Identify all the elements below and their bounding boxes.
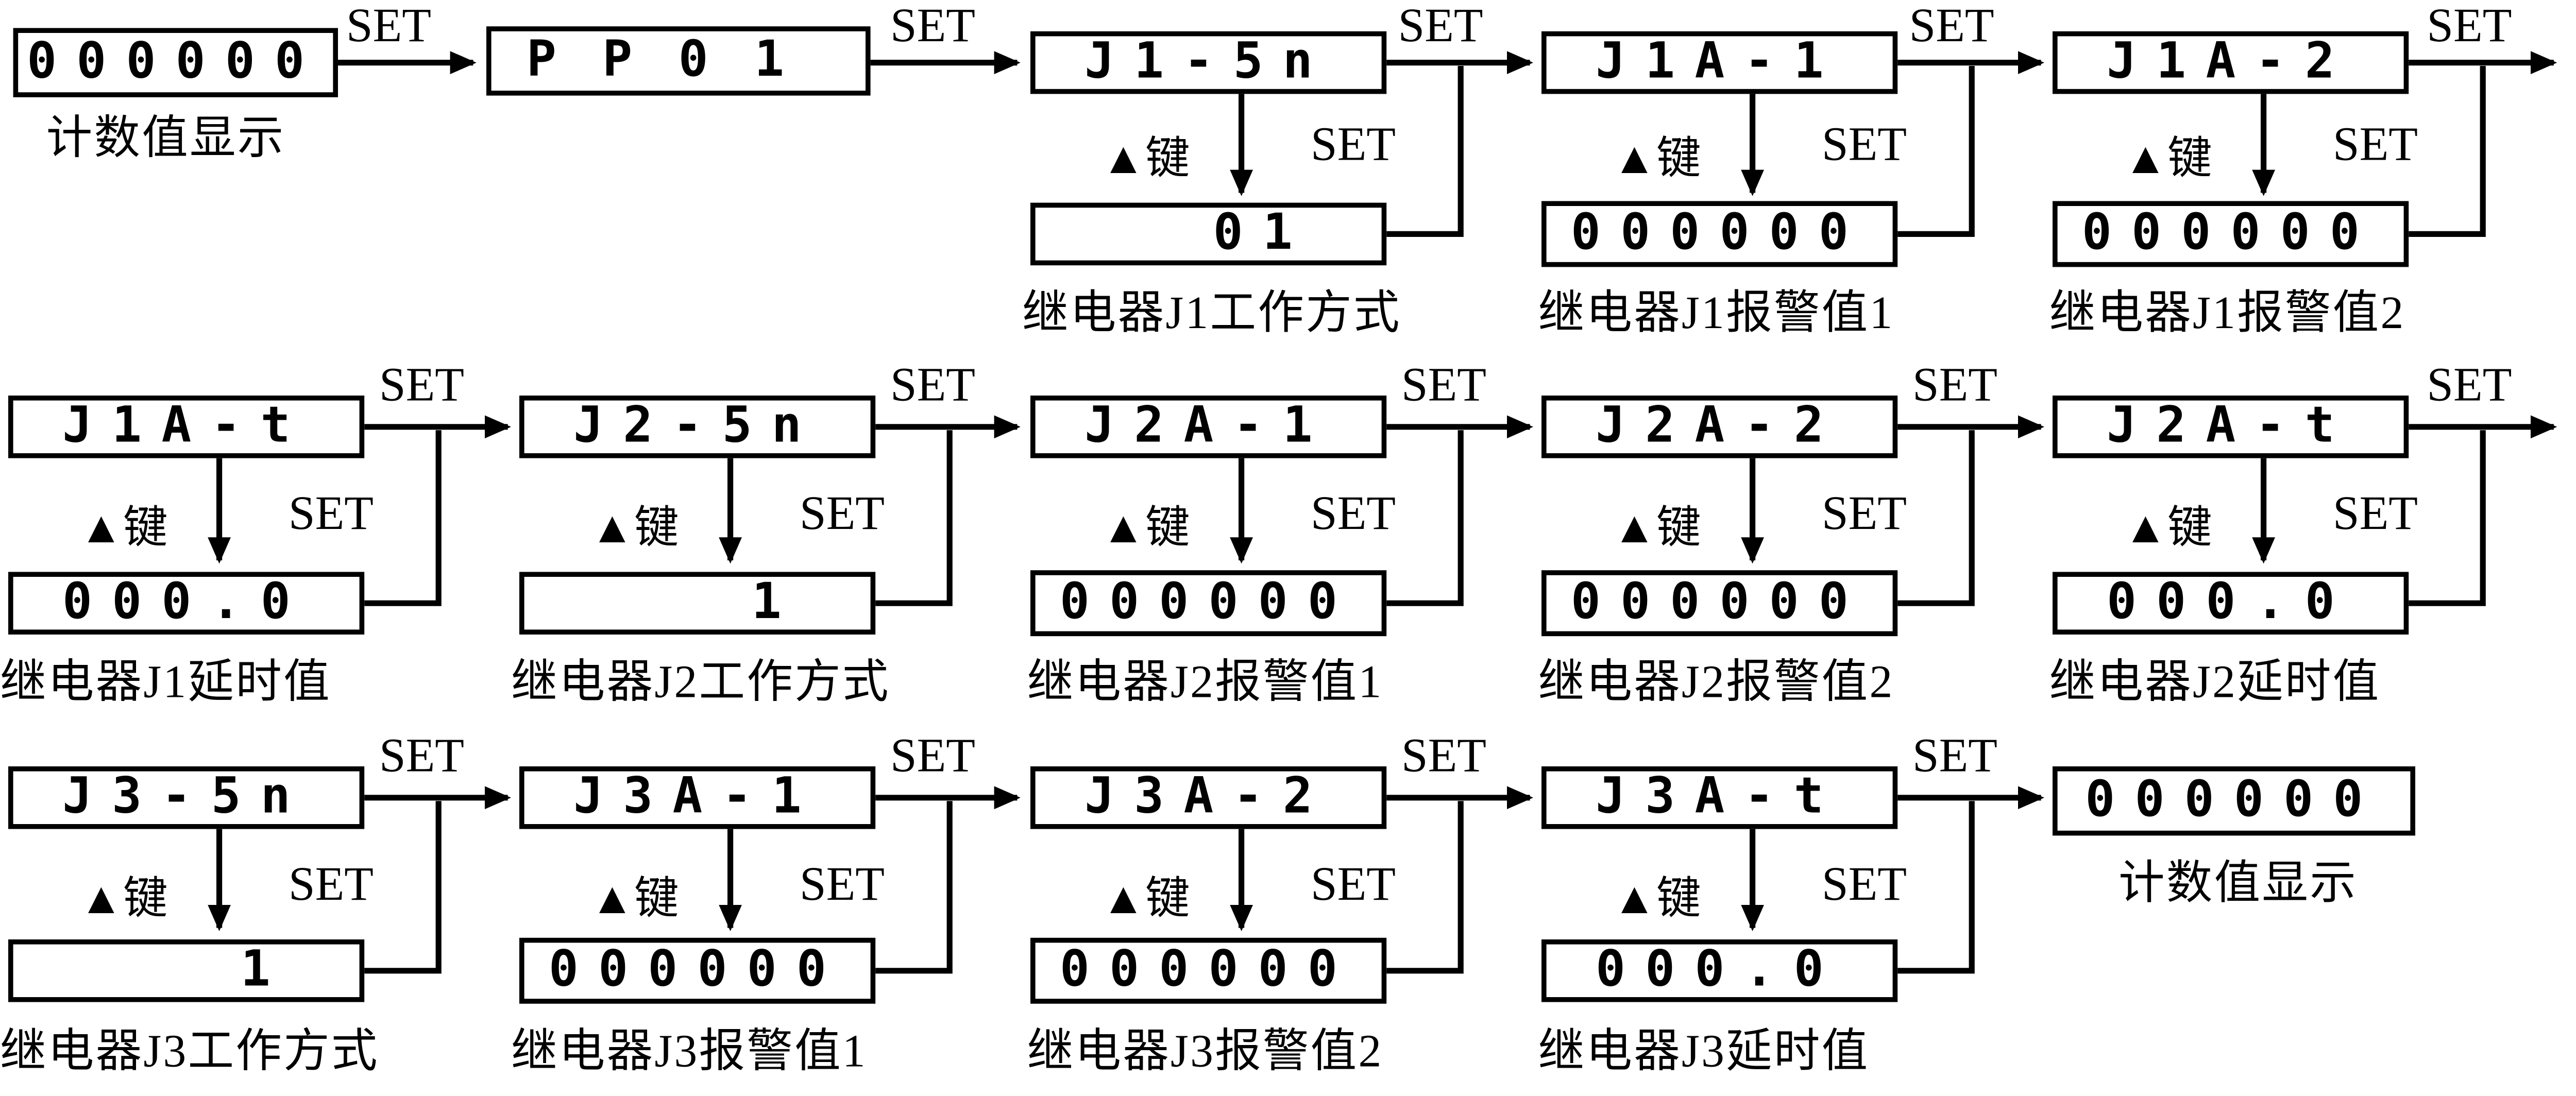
set-label: SET (1401, 359, 1486, 412)
up-key-label: ▲键 (2123, 133, 2212, 183)
up-key-label: ▲键 (1101, 503, 1190, 552)
caption-j2-delay: 继电器J2延时值 (2049, 657, 2381, 709)
value-j2-alarm2: 000000 (1541, 570, 1898, 637)
caption-j2-mode: 继电器J2工作方式 (511, 657, 890, 709)
value-j1-mode: 01 (1030, 202, 1387, 266)
set-label: SET (800, 859, 885, 912)
set-label: SET (2427, 0, 2512, 53)
set-label: SET (1822, 488, 1907, 541)
set-label: SET (379, 730, 464, 783)
set-label: SET (346, 0, 431, 53)
up-key-label: ▲键 (1612, 133, 1701, 183)
set-label: SET (1311, 859, 1396, 912)
set-label: SET (2333, 118, 2418, 172)
up-key-label: ▲键 (1612, 503, 1701, 552)
value-j2-mode: 1 (519, 572, 876, 635)
display-count-end: 000000 (2053, 766, 2415, 836)
set-label: SET (1912, 730, 1997, 783)
display-j2-mode: J2-5n (519, 396, 876, 458)
value-j3-alarm2: 000000 (1030, 937, 1387, 1004)
up-key-lines (208, 94, 2276, 932)
set-label: SET (1909, 0, 1994, 53)
caption-j1-delay: 继电器J1延时值 (0, 657, 331, 709)
set-label: SET (2427, 359, 2512, 412)
caption-j1-alarm2: 继电器J1报警值2 (2049, 288, 2405, 340)
caption-j3-alarm1: 继电器J3报警值1 (511, 1026, 867, 1078)
display-j1-alarm2: J1A-2 (2053, 31, 2409, 94)
display-j1-delay: J1A-t (8, 396, 365, 458)
display-j3-alarm1: J3A-1 (519, 766, 876, 829)
up-key-label: ▲键 (1101, 874, 1190, 923)
display-j1-alarm1: J1A-1 (1541, 31, 1898, 94)
display-j2-alarm1: J2A-1 (1030, 396, 1387, 458)
up-key-label: ▲键 (79, 503, 168, 552)
set-flow-lines (338, 51, 2557, 810)
set-label: SET (890, 359, 975, 412)
value-j3-alarm1: 000000 (519, 937, 876, 1004)
value-j3-delay: 000.0 (1541, 939, 1898, 1002)
value-j1-alarm2: 000000 (2053, 201, 2409, 267)
set-label: SET (289, 859, 374, 912)
caption-j3-alarm2: 继电器J3报警值2 (1027, 1026, 1383, 1078)
up-key-label: ▲键 (1101, 133, 1190, 183)
set-label: SET (1401, 730, 1486, 783)
set-label: SET (1311, 118, 1396, 172)
set-label: SET (890, 0, 975, 53)
set-label: SET (890, 730, 975, 783)
display-j2-alarm2: J2A-2 (1541, 396, 1898, 458)
value-j1-delay: 000.0 (8, 572, 365, 635)
up-key-label: ▲键 (590, 874, 679, 923)
display-j3-alarm2: J3A-2 (1030, 766, 1387, 829)
caption-count-end: 计数值显示 (2119, 859, 2358, 910)
value-j3-mode: 1 (8, 939, 365, 1002)
up-key-label: ▲键 (590, 503, 679, 552)
display-j3-mode: J3-5n (8, 766, 365, 829)
set-label: SET (379, 359, 464, 412)
display-pp01: PP01 (486, 26, 871, 96)
display-j2-delay: J2A-t (2053, 396, 2409, 458)
set-label: SET (1398, 0, 1483, 53)
caption-j3-mode: 继电器J3工作方式 (0, 1026, 379, 1078)
caption-j2-alarm1: 继电器J2报警值1 (1027, 657, 1383, 709)
set-label: SET (2333, 488, 2418, 541)
set-label: SET (289, 488, 374, 541)
set-return-lines (364, 66, 2486, 974)
set-label: SET (1912, 359, 1997, 412)
up-key-label: ▲键 (1612, 874, 1701, 923)
up-key-label: ▲键 (2123, 503, 2212, 552)
display-j1-mode: J1-5n (1030, 31, 1387, 94)
caption-j2-alarm2: 继电器J2报警值2 (1538, 657, 1894, 709)
caption-j1-alarm1: 继电器J1报警值1 (1538, 288, 1894, 340)
value-j1-alarm1: 000000 (1541, 201, 1898, 267)
value-j2-delay: 000.0 (2053, 572, 2409, 635)
display-count-start: 000000 (13, 28, 338, 97)
up-key-label: ▲键 (79, 874, 168, 923)
display-j3-delay: J3A-t (1541, 766, 1898, 829)
set-label: SET (1311, 488, 1396, 541)
set-label: SET (1822, 118, 1907, 172)
caption-j3-delay: 继电器J3延时值 (1538, 1026, 1870, 1078)
value-j2-alarm1: 000000 (1030, 570, 1387, 637)
caption-j1-mode: 继电器J1工作方式 (1022, 288, 1401, 340)
caption-count-start: 计数值显示 (46, 113, 285, 165)
set-label: SET (1822, 859, 1907, 912)
set-label: SET (800, 488, 885, 541)
